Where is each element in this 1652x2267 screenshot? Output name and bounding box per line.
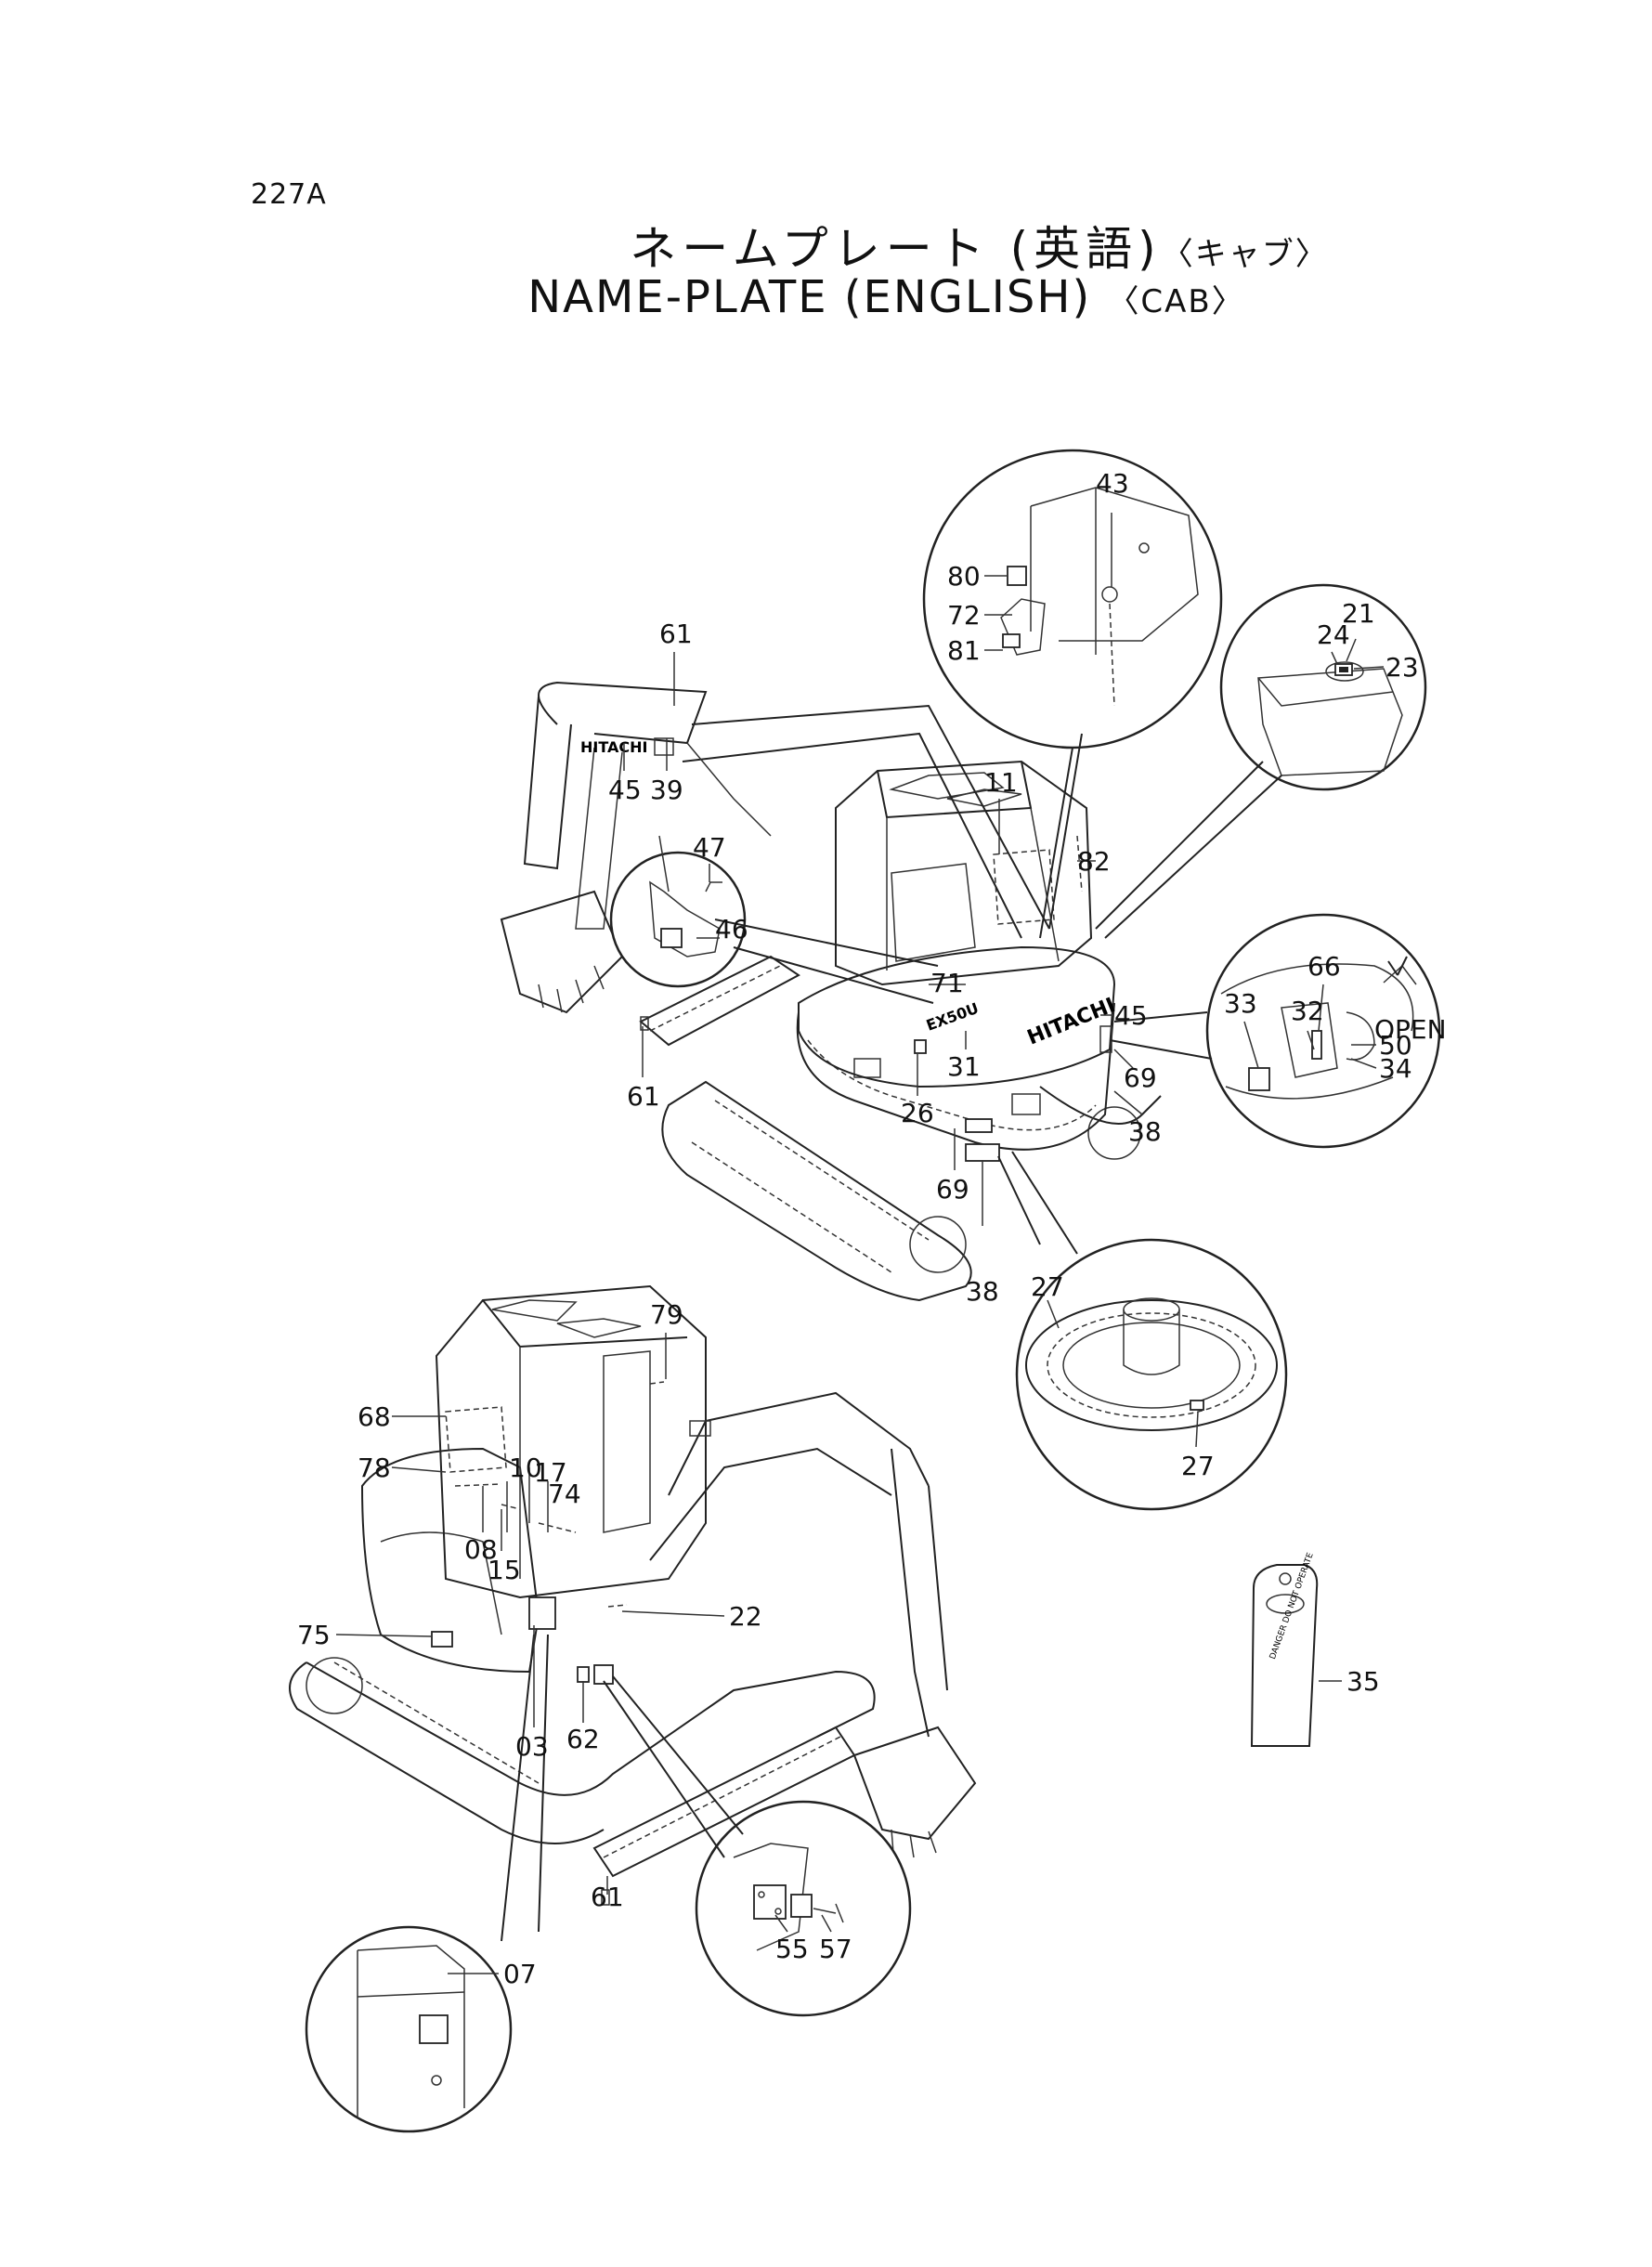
callout-81: 81 — [947, 635, 981, 666]
callout-69-front: 69 — [936, 1174, 969, 1205]
callout-46: 46 — [715, 914, 748, 945]
title-japanese: ネームプレート (英語)〈キャブ〉 — [0, 212, 1652, 279]
callout-43: 43 — [1096, 468, 1129, 499]
detail-circle-07 — [305, 1925, 513, 2133]
callout-35: 35 — [1346, 1666, 1380, 1697]
callout-74: 74 — [548, 1479, 581, 1509]
tag-text: DANGER DO NOT OPERATE — [1268, 1551, 1316, 1661]
title-japanese-sub: 〈キャブ〉 — [1161, 236, 1329, 273]
callout-22: 22 — [729, 1601, 762, 1632]
callout-55: 55 — [775, 1934, 809, 1964]
title-japanese-main: ネームプレート (英語) — [630, 222, 1162, 276]
upper-excavator-drawing: HITACHI HITACHI EX50U — [500, 681, 1162, 1302]
callout-32: 32 — [1291, 996, 1324, 1026]
callout-62: 62 — [566, 1724, 600, 1754]
callout-15: 15 — [488, 1555, 521, 1585]
callout-21: 21 — [1342, 598, 1375, 629]
callout-27-bottom: 27 — [1181, 1451, 1215, 1481]
detail-circle-fuel-cap — [1219, 583, 1427, 791]
callout-24: 24 — [1317, 619, 1350, 650]
callout-11: 11 — [984, 767, 1018, 798]
callout-82: 82 — [1077, 846, 1111, 877]
callout-50: 50 — [1379, 1030, 1412, 1061]
callout-45-body: 45 — [1114, 1000, 1148, 1031]
detail-circle-cab-rear — [922, 449, 1223, 749]
callout-10: 10 — [509, 1453, 542, 1483]
callout-75: 75 — [297, 1620, 331, 1650]
callout-34: 34 — [1379, 1053, 1412, 1084]
callout-80: 80 — [947, 561, 981, 592]
callout-71: 71 — [930, 968, 964, 998]
callout-61-boom: 61 — [659, 619, 693, 649]
callout-31: 31 — [947, 1051, 981, 1082]
callout-38-front: 38 — [966, 1276, 999, 1307]
callout-26: 26 — [901, 1098, 934, 1128]
callout-68: 68 — [358, 1401, 391, 1432]
callout-72: 72 — [947, 600, 981, 631]
callout-23: 23 — [1385, 652, 1419, 683]
callout-47: 47 — [693, 832, 726, 863]
danger-tag: DANGER DO NOT OPERATE — [1250, 1551, 1319, 1747]
title-english: NAME-PLATE (ENGLISH) 〈CAB〉 — [0, 271, 1652, 323]
callout-69-side: 69 — [1124, 1062, 1157, 1093]
callout-61-lower: 61 — [591, 1882, 624, 1912]
callout-38-side: 38 — [1128, 1116, 1162, 1147]
boom-brand-text: HITACHI — [580, 738, 647, 756]
callout-57: 57 — [819, 1934, 852, 1964]
callout-66: 66 — [1307, 951, 1341, 982]
detail-circle-swing-bearing — [1015, 1238, 1288, 1511]
title-english-main: NAME-PLATE (ENGLISH) — [527, 271, 1092, 323]
callout-78: 78 — [358, 1453, 391, 1483]
callout-07: 07 — [503, 1959, 537, 1989]
callout-61-blade: 61 — [627, 1081, 660, 1112]
callout-03: 03 — [515, 1731, 549, 1762]
callout-79: 79 — [650, 1299, 683, 1330]
callout-39: 39 — [650, 775, 683, 805]
detail-circle-engine-cover — [1205, 913, 1441, 1149]
callout-08: 08 — [464, 1534, 498, 1565]
detail-circle-55-57 — [695, 1800, 912, 2017]
lower-excavator-drawing — [289, 1284, 977, 1906]
title-english-sub: 〈CAB〉 — [1107, 283, 1245, 320]
leader-lines — [335, 513, 1385, 1974]
callout-33: 33 — [1224, 988, 1257, 1019]
callout-45-boom: 45 — [608, 775, 642, 805]
callout-27-top: 27 — [1031, 1271, 1064, 1302]
callout-labels: 61 45 39 47 46 61 11 82 71 31 26 45 69 3… — [297, 468, 1419, 1989]
callout-17: 17 — [534, 1457, 567, 1488]
model-text: EX50U — [924, 999, 981, 1035]
body-brand-text: HITACHI — [1024, 994, 1119, 1050]
page-number: 227A — [251, 178, 327, 211]
open-label: OPEN — [1374, 1014, 1447, 1045]
